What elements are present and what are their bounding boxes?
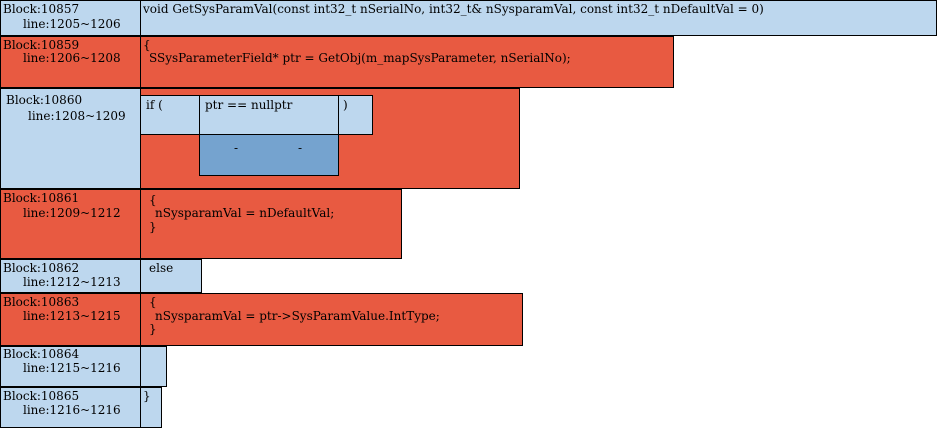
block-label-box xyxy=(0,36,141,88)
block-id: Block:10857 xyxy=(3,2,80,16)
block-id: Block:10863 xyxy=(3,295,80,309)
block-id: Block:10865 xyxy=(3,389,80,403)
code-box xyxy=(140,387,162,428)
block-line-range: line:1212~1213 xyxy=(23,275,121,289)
block-id: Block:10860 xyxy=(6,93,83,107)
block-line-range: line:1208~1209 xyxy=(28,109,126,123)
code-box xyxy=(140,346,167,387)
block-label-box xyxy=(0,259,141,293)
code-text: ) xyxy=(343,98,348,112)
code-box xyxy=(140,259,202,293)
code-text: if ( xyxy=(146,98,163,112)
code-text: } xyxy=(149,220,157,234)
close-paren-box xyxy=(338,95,373,135)
block-line-range: line:1209~1212 xyxy=(23,206,121,220)
code-box xyxy=(140,293,523,346)
code-text: { xyxy=(143,38,151,52)
code-text: else xyxy=(149,261,174,275)
branch-marker: - xyxy=(234,141,239,155)
block-id: Block:10861 xyxy=(3,191,80,205)
branch-box xyxy=(199,134,339,176)
block-line-range: line:1206~1208 xyxy=(23,51,121,65)
code-text: { xyxy=(149,193,157,207)
block-label-box xyxy=(0,189,141,259)
block-line-range: line:1213~1215 xyxy=(23,309,121,323)
block-line-range: line:1215~1216 xyxy=(23,361,121,375)
code-box xyxy=(140,189,402,259)
code-text: ptr == nullptr xyxy=(205,98,293,112)
block-label-box xyxy=(0,293,141,346)
block-label-box xyxy=(0,387,141,428)
code-text: nSysparamVal = ptr->SysParamValue.IntTyp… xyxy=(155,309,440,323)
block-id: Block:10864 xyxy=(3,347,80,361)
block-line-range: line:1205~1206 xyxy=(23,17,121,31)
code-text: SSysParameterField* ptr = GetObj(m_mapSy… xyxy=(149,51,571,65)
code-text: } xyxy=(149,322,157,336)
block-id: Block:10862 xyxy=(3,261,80,275)
code-text: nSysparamVal = nDefaultVal; xyxy=(155,206,335,220)
code-text: void GetSysParamVal(const int32_t nSeria… xyxy=(143,2,764,16)
code-box xyxy=(140,0,937,36)
branch-marker: - xyxy=(298,141,303,155)
block-id: Block:10859 xyxy=(3,38,80,52)
block-line-range: line:1216~1216 xyxy=(23,403,121,417)
code-text: } xyxy=(143,389,151,403)
block-label-box xyxy=(0,346,141,387)
if-keyword-box xyxy=(140,95,200,135)
block-label-box xyxy=(0,0,141,36)
code-box xyxy=(140,36,674,88)
code-text: { xyxy=(149,295,157,309)
condition-box xyxy=(199,95,339,135)
